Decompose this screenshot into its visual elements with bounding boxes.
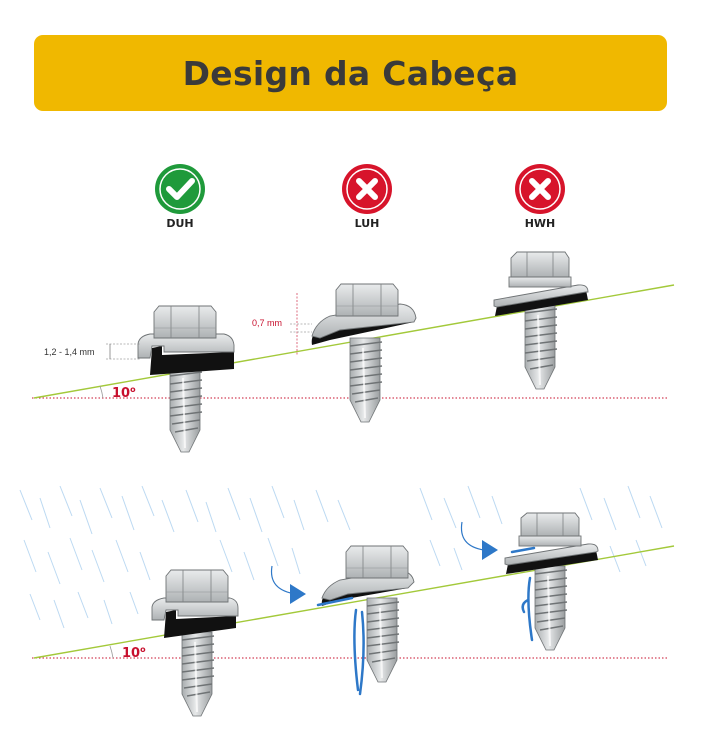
title-banner: Design da Cabeça (34, 35, 667, 111)
hwh-seal (495, 290, 588, 316)
badge-luh: LUH (341, 163, 393, 230)
bottom-row-diagram: 10o (19, 485, 675, 717)
angle-arc (99, 385, 104, 399)
x-icon (515, 164, 565, 214)
angle-label: 10o (112, 385, 136, 401)
water-flow-curve (460, 521, 485, 551)
hwh-screw-rain (504, 512, 599, 651)
hwh-screw (493, 251, 589, 390)
x-icon (342, 164, 392, 214)
page-title: Design da Cabeça (182, 53, 519, 93)
duh-seal (150, 346, 234, 375)
badge-label-hwh: HWH (524, 217, 556, 230)
water-leak-trail (316, 596, 365, 696)
washer-height-dimension: 1,2 - 1,4 mm (44, 343, 140, 360)
badge-label-duh: DUH (166, 217, 194, 230)
water-flow-arrow-icon (290, 584, 306, 604)
rain-streaks (19, 485, 663, 629)
lip-gap-label: 0,7 mm (252, 318, 282, 328)
luh-screw (311, 283, 417, 423)
angle-arc (109, 645, 114, 659)
check-icon (155, 164, 205, 214)
duh-screw (137, 305, 235, 453)
angle-label: 10o (122, 645, 146, 661)
water-leak-trail (510, 546, 536, 642)
badge-duh: DUH (154, 163, 206, 230)
luh-screw-rain (316, 545, 415, 696)
badge-label-luh: LUH (354, 217, 380, 230)
badge-hwh: HWH (514, 163, 566, 230)
lip-gap-dimension: 0,7 mm (252, 293, 312, 356)
top-row-diagram: 10o 1,2 - 1,4 mm 0,7 mm (32, 251, 675, 453)
washer-height-label: 1,2 - 1,4 mm (44, 347, 95, 357)
water-flow-arrow-icon (482, 540, 498, 560)
roof-surface-line (33, 545, 675, 659)
duh-screw-rain (151, 569, 239, 717)
